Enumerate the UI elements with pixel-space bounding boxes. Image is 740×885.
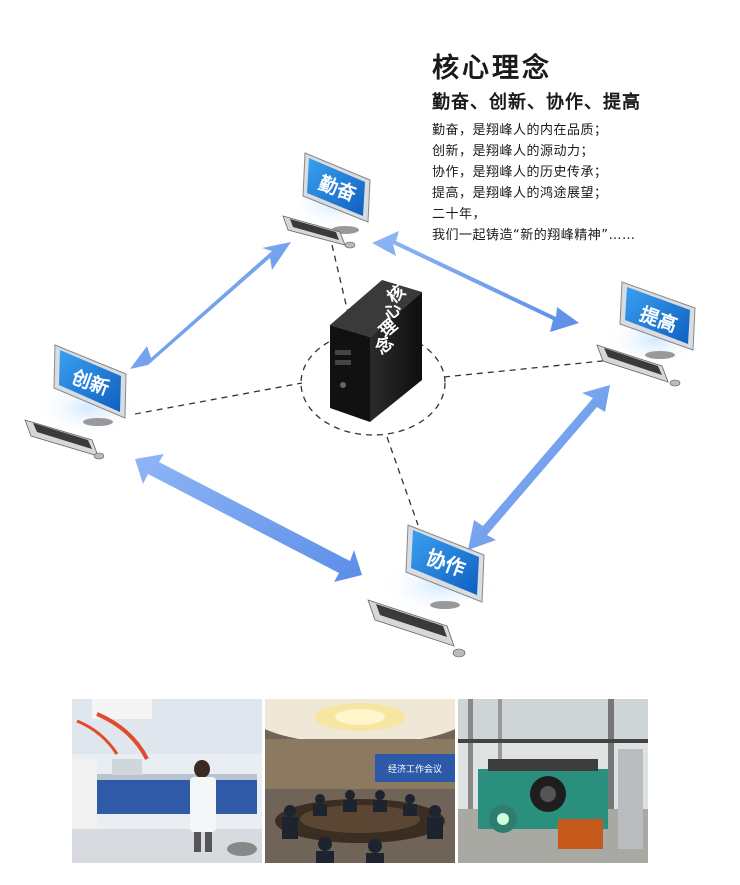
description-line: 勤奋，是翔峰人的内在品质； [432,123,608,138]
center-server: 核 心 理 念 [330,280,422,422]
dashed-connectors [134,244,613,526]
description-line: 二十年， [432,207,487,222]
page-title: 核心理念 [432,53,552,84]
description-line: 协作，是翔峰人的历史传承； [432,165,608,180]
arrow-bottom-left [135,454,362,582]
node-left: 创新 [24,344,143,460]
description-line: 提高，是翔峰人的鸿途展望； [432,186,608,201]
arrow-bottom-right [468,385,610,550]
factory-photo [458,699,648,863]
page-subtitle: 勤奋、创新、协作、提高 [432,92,641,113]
core-values-diagram: 勤奋 创新 提高 协作 [24,152,707,658]
node-top: 勤奋 [282,152,383,249]
node-bottom: 协作 [367,524,500,658]
lab-photo [72,699,262,863]
arrow-top-right [372,231,579,332]
meeting-banner: 经济工作会议 [388,763,442,775]
center-ring [300,330,446,436]
meeting-photo: 经济工作会议 [265,699,455,863]
double-arrows [130,231,610,582]
description-lines: 勤奋，是翔峰人的内在品质； 创新，是翔峰人的源动力； 协作，是翔峰人的历史传承；… [432,120,635,246]
node-right: 提高 [596,281,707,387]
description-line: 创新，是翔峰人的源动力； [432,144,595,159]
arrow-top-left [130,242,291,369]
description-line: 我们一起铸造“新的翔峰精神”…… [432,228,636,243]
